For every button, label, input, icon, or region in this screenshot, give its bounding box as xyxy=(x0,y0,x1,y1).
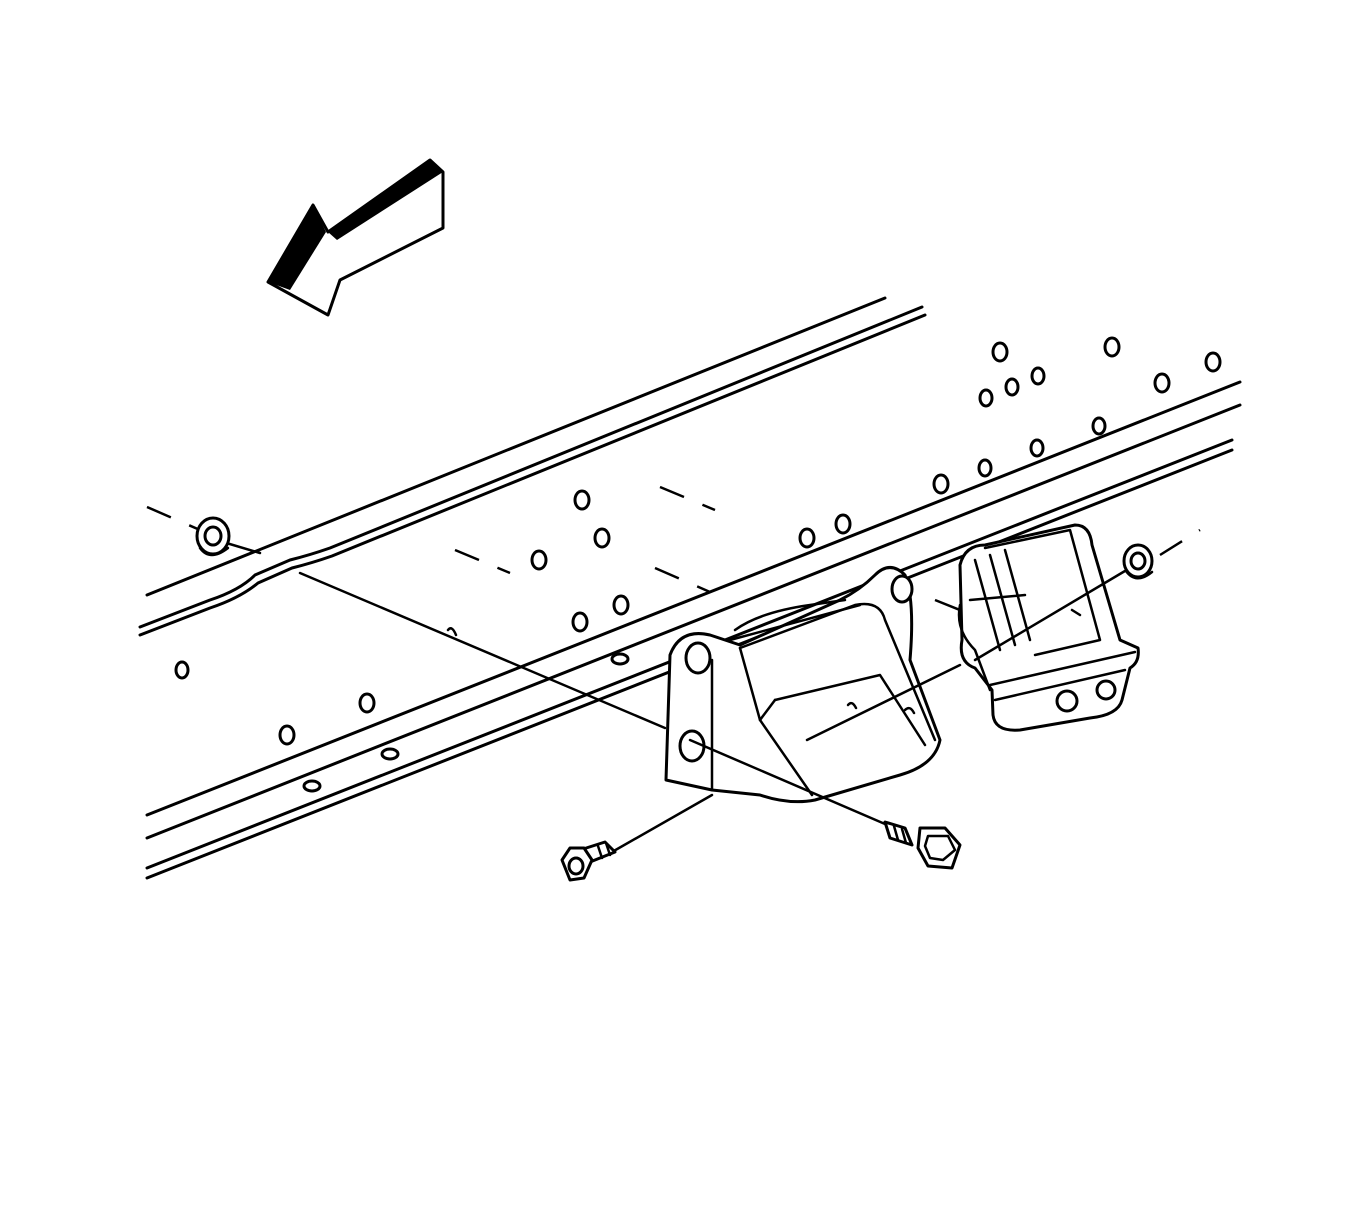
direction-arrow-icon xyxy=(266,158,445,317)
frame-holes xyxy=(174,336,1222,793)
front-bracket xyxy=(664,566,942,804)
fastener-centerlines xyxy=(211,537,1132,854)
nut-right xyxy=(1122,543,1154,580)
bolt-lower-right xyxy=(883,820,962,870)
rear-bracket xyxy=(957,523,1140,732)
dashed-paths xyxy=(146,485,1201,622)
frame-rail xyxy=(138,296,1242,880)
bolt-lower-left xyxy=(560,840,617,882)
nut-left xyxy=(195,516,231,557)
